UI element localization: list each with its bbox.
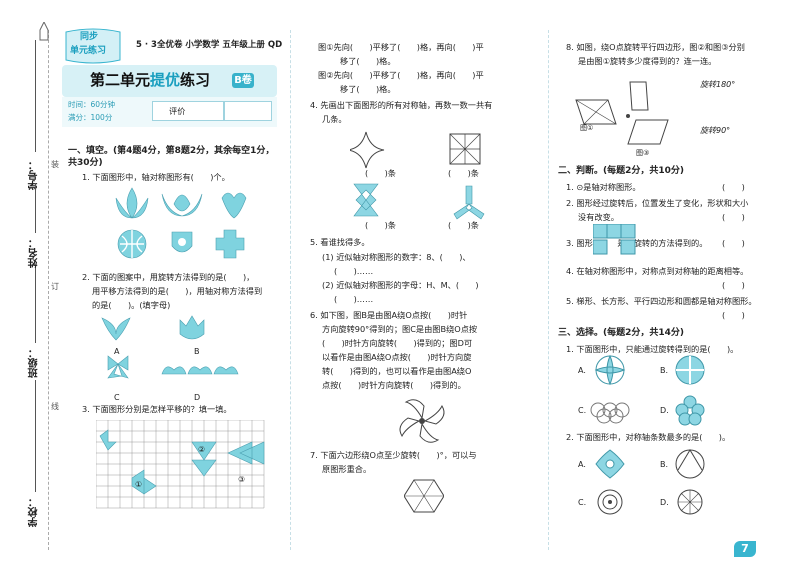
book-info: 5 · 3全优卷 小学数学 五年级上册 QD [136, 40, 283, 50]
choice-2-d[interactable]: D. [660, 498, 669, 507]
q7-hexagon [404, 479, 444, 513]
q5-line1: (1) 近似轴对称图形的数字：8、( )、 [322, 252, 471, 262]
choice-1-figures [590, 354, 705, 426]
q1-figures [115, 187, 247, 259]
q6-line3: ( )时针方向旋转( )得到的；图D可 [322, 338, 473, 348]
judge-2-answer[interactable]: ( ) [722, 212, 745, 222]
q8-option-180[interactable]: 旋转180° [700, 80, 736, 89]
page-number: 7 [734, 541, 756, 557]
school-label: 学校： [29, 497, 40, 527]
choice-1: 1. 下面图形中，只能通过旋转得到的是( )。 [566, 344, 739, 354]
section-choice: 三、选择。(每题2分，共14分) [558, 328, 685, 338]
q6-line2: 方向旋转90°得到的；图C是由图B绕O点按 [322, 324, 478, 334]
q3-cont-line3: 图②先向( )平移了( )格，再向( )平 [318, 70, 484, 80]
score-info: 满分：100分 [68, 113, 113, 122]
q2-line1: 2. 下面的图案中，用旋转方法得到的是( )， [82, 272, 255, 282]
judge-3: 3. 图形 是用旋转的方法得到的。 [566, 238, 708, 248]
section-judge: 二、判断。(每题2分，共10分) [558, 166, 685, 176]
choice-1-c[interactable]: C. [578, 406, 587, 415]
choice-1-a[interactable]: A. [578, 366, 586, 375]
q3-cont-line1: 图①先向( )平移了( )格，再向( )平 [318, 42, 484, 52]
q2-line3: 的是( )。(填字母) [92, 300, 171, 310]
binding-mark: 订 [51, 282, 59, 291]
judge-5-answer[interactable]: ( ) [722, 310, 745, 320]
q5-title: 5. 看谁找得多。 [310, 237, 370, 247]
q2-line2: 用平移方法得到的是( )，用轴对称方法得到 [92, 286, 263, 296]
q7-line1: 7. 下面六边形绕O点至少旋转( )°，可以与 [310, 450, 477, 460]
q4-blank-3[interactable]: ( )条 [365, 220, 396, 230]
q6-figure [399, 399, 445, 443]
choice-2-c[interactable]: C. [578, 498, 587, 507]
q8-figure [575, 81, 669, 145]
q4-blank-1[interactable]: ( )条 [365, 168, 396, 178]
q6-line6: 点按( )时针方向旋转( )得到的。 [322, 380, 466, 390]
page-title: 第二单元提优练习 [90, 71, 211, 89]
q8-line2: 是由图①旋转多少度得到的？连一连。 [578, 56, 717, 66]
q8-line1: 8. 如图，绕O点旋转平行四边形，图②和图③分别 [566, 42, 745, 52]
q3-cont-line2: 移了( )格。 [340, 56, 396, 66]
binding-mark: 线 [51, 402, 59, 411]
q4-figures [350, 131, 485, 220]
q2-figures [101, 315, 239, 379]
class-label: 班级： [29, 348, 40, 378]
judge-5: 5. 梯形、长方形、平行四边形和圆都是轴对称图形。 [566, 296, 757, 306]
info-box: 时间：60分钟 满分：100分 评价 [62, 97, 277, 127]
title-badge: B卷 [232, 73, 254, 88]
name-label: 姓名： [29, 238, 40, 268]
q3-grid [96, 420, 265, 509]
rating-box[interactable] [224, 101, 272, 121]
judge-2-line2: 没有改变。 [578, 212, 619, 222]
section-fill-blank: 一、填空。(第4题4分，第8题2分，其余每空1分，共30分) [68, 146, 275, 168]
choice-2-a[interactable]: A. [578, 460, 586, 469]
title-banner: 第二单元提优练习 B卷 [62, 65, 277, 97]
q4-line1: 4. 先画出下面图形的所有对称轴，再数一数一共有 [310, 100, 493, 110]
judge-3-answer[interactable]: ( ) [722, 238, 745, 248]
q3-mark-2: ② [198, 445, 206, 454]
judge-1: 1. ⊙是轴对称图形。 [566, 182, 641, 192]
badge: 同步 单元练习 [62, 28, 124, 64]
q8-option-90[interactable]: 旋转90° [700, 126, 731, 135]
binding-mark: 装 [51, 160, 59, 169]
judge-4: 4. 在轴对称图形中，对称点到对称轴的距离相等。 [566, 266, 749, 276]
q8-label-1: 图① [580, 124, 594, 132]
q3-mark-3: ③ [238, 475, 246, 484]
judge-2-line1: 2. 图形经过旋转后，位置发生了变化，形状和大小 [566, 198, 749, 208]
choice-1-d[interactable]: D. [660, 406, 669, 415]
time-info: 时间：60分钟 [68, 100, 116, 109]
binding-margin: 学号： 姓名： 班级： 学校： 装 订 线 [0, 0, 60, 575]
q5-line2: ( )…… [334, 266, 374, 276]
judge-1-answer[interactable]: ( ) [722, 182, 745, 192]
q2-option-d: D [194, 393, 201, 402]
q5-line4: ( )…… [334, 294, 374, 304]
choice-1-b[interactable]: B. [660, 366, 669, 375]
q6-line1: 6. 如下图，图B是由图A绕O点按( )时针 [310, 310, 468, 320]
q2-option-b: B [194, 347, 200, 356]
q5-line3: (2) 近似轴对称图形的字母：H、M、( ) [322, 280, 479, 290]
rating-label: 评价 [169, 106, 186, 116]
rocket-icon [39, 22, 49, 41]
choice-2-figures [595, 449, 705, 515]
q4-blank-2[interactable]: ( )条 [448, 168, 479, 178]
q7-line2: 原图形重合。 [322, 464, 372, 474]
q2-option-a: A [114, 347, 120, 356]
q1-text: 1. 下面图形中，轴对称图形有( )个。 [82, 172, 230, 182]
q6-line4: 以看作是由图A绕O点按( )时针方向旋 [322, 352, 472, 362]
q3-cont-line4: 移了( )格。 [340, 84, 396, 94]
judge-3-figure [593, 224, 636, 255]
choice-2-b[interactable]: B. [660, 460, 669, 469]
q4-line2: 几条。 [322, 114, 347, 124]
q8-label-3: 图③ [636, 149, 650, 157]
q3-text: 3. 下面图形分别是怎样平移的？填一填。 [82, 404, 232, 414]
q3-mark-1: ① [135, 480, 143, 489]
q4-blank-4[interactable]: ( )条 [448, 220, 479, 230]
choice-2: 2. 下面图形中，对称轴条数最多的是( )。 [566, 432, 731, 442]
q2-option-c: C [114, 393, 120, 402]
judge-4-answer[interactable]: ( ) [722, 280, 745, 290]
q6-line5: 转( )得到的，也可以看作是由图A绕O [322, 366, 472, 376]
